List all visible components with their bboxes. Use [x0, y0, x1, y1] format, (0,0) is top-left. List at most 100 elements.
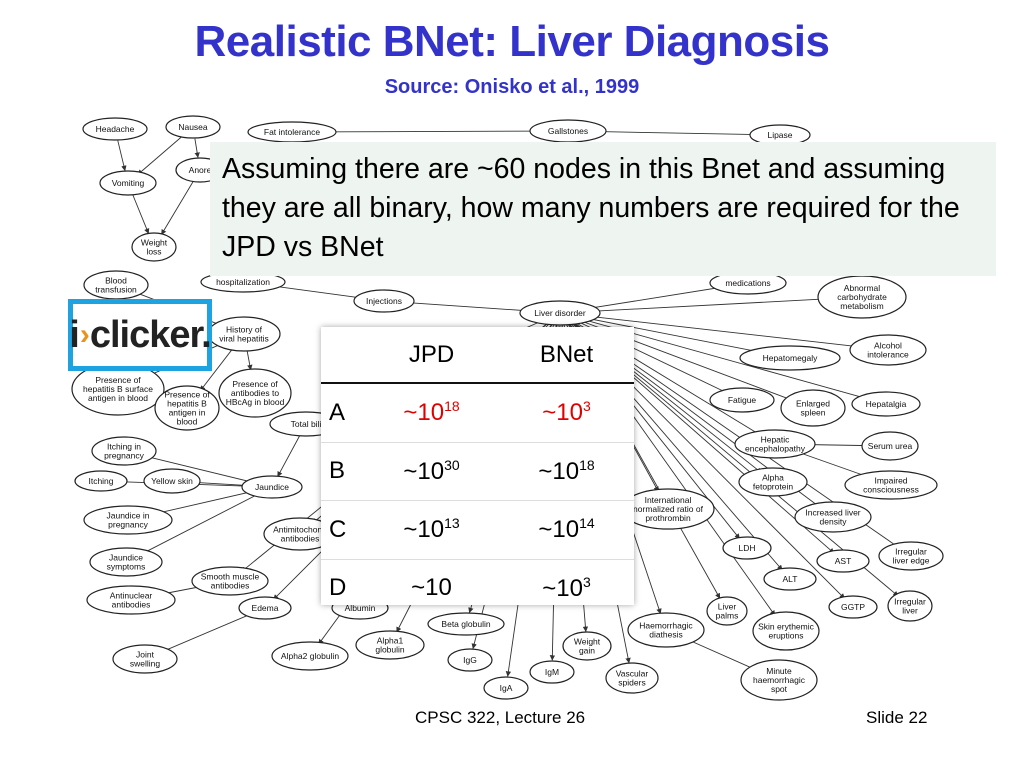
- node-label: IgA: [500, 683, 513, 693]
- node-shape: [722, 536, 772, 560]
- node-label: GGTP: [841, 602, 865, 612]
- answer-row-a[interactable]: A~1018~103: [321, 382, 634, 442]
- answer-jpd: ~1030: [364, 441, 499, 501]
- node-label: Gallstones: [548, 126, 588, 136]
- edge-liverdisorder-to-hepatomegaly: [572, 315, 778, 358]
- answer-jpd-exponent: 18: [444, 398, 460, 415]
- edge-haemdia-to-minute: [681, 636, 762, 673]
- node-ggtp: GGTP: [828, 595, 878, 619]
- node-label: IgM: [545, 667, 559, 677]
- answer-letter-base: B: [329, 457, 346, 485]
- answer-jpd-exponent: 13: [444, 515, 460, 532]
- node-shape: [562, 631, 612, 661]
- answer-row-d[interactable]: D~10~103: [321, 558, 634, 617]
- node-serumurea: Serum urea: [861, 431, 919, 461]
- node-shape: [271, 641, 349, 671]
- node-shape: [817, 275, 907, 319]
- node-shape: [447, 648, 493, 672]
- edge-headache-to-vomiting: [117, 140, 127, 172]
- iclicker-logo: i›clicker.: [68, 299, 212, 371]
- answer-row-b[interactable]: B~1030~1018: [321, 441, 634, 501]
- node-shape: [519, 300, 601, 326]
- node-shape: [143, 468, 201, 494]
- edge-jaundice-to-itchpreg: [137, 452, 261, 485]
- answer-row-c[interactable]: C~1013~1014: [321, 500, 634, 559]
- node-shape: [605, 662, 659, 694]
- node-shape: [353, 289, 415, 313]
- answer-header-row: JPD BNet: [321, 327, 634, 384]
- answer-letter-base: C: [329, 515, 347, 543]
- node-shape: [83, 505, 173, 535]
- node-iga: IgA: [483, 676, 529, 700]
- answer-jpd-base: ~10: [403, 399, 445, 427]
- node-jaundice: Jaundice: [241, 475, 303, 499]
- answer-header-jpd: JPD: [364, 327, 499, 384]
- iclicker-logo-i: i: [69, 313, 80, 356]
- node-gallstones: Gallstones: [529, 119, 607, 143]
- node-igg: IgG: [447, 648, 493, 672]
- answer-bnet-base: ~10: [538, 457, 580, 485]
- node-label: Vomiting: [112, 178, 145, 188]
- answer-letter: D: [321, 558, 364, 617]
- node-shape: [878, 541, 944, 571]
- edge-jaundice-to-jaunsym: [138, 492, 262, 556]
- node-label: Edema: [252, 603, 279, 613]
- answer-jpd: ~1018: [364, 382, 499, 442]
- node-shape: [828, 595, 878, 619]
- node-shape: [734, 429, 816, 459]
- node-fatigue: Fatigue: [709, 387, 775, 413]
- node-shape: [165, 115, 221, 139]
- answer-bnet: ~103: [499, 558, 634, 617]
- node-label: Fatigue: [728, 395, 757, 405]
- node-label: Beta globulin: [441, 619, 490, 629]
- answer-letter: B: [321, 441, 364, 501]
- answer-bnet-base: ~10: [538, 516, 580, 544]
- node-label: Hepatalgia: [866, 399, 907, 409]
- node-shape: [763, 567, 817, 591]
- edge-edema-to-jointswell: [157, 612, 255, 654]
- node-shape: [738, 467, 808, 497]
- node-shape: [887, 590, 933, 622]
- edge-anorexia-to-weightloss: [161, 180, 194, 235]
- node-shape: [844, 470, 938, 500]
- node-shape: [709, 387, 775, 413]
- node-ast: AST: [816, 549, 870, 573]
- node-shape: [218, 368, 292, 418]
- node-edema: Edema: [238, 596, 292, 620]
- node-shape: [112, 644, 178, 674]
- node-label: Lipase: [767, 130, 792, 140]
- page-title: Realistic BNet: Liver Diagnosis: [194, 17, 830, 66]
- page-subtitle: Source: Onisko et al., 1999: [384, 76, 640, 98]
- edge-nausea-to-anorexia: [194, 138, 200, 158]
- answer-letter-base: D: [329, 574, 347, 602]
- node-shape: [780, 389, 846, 427]
- node-nausea: Nausea: [165, 115, 221, 139]
- edge-histviral-to-hbagin: [199, 347, 234, 392]
- node-shape: [706, 596, 748, 626]
